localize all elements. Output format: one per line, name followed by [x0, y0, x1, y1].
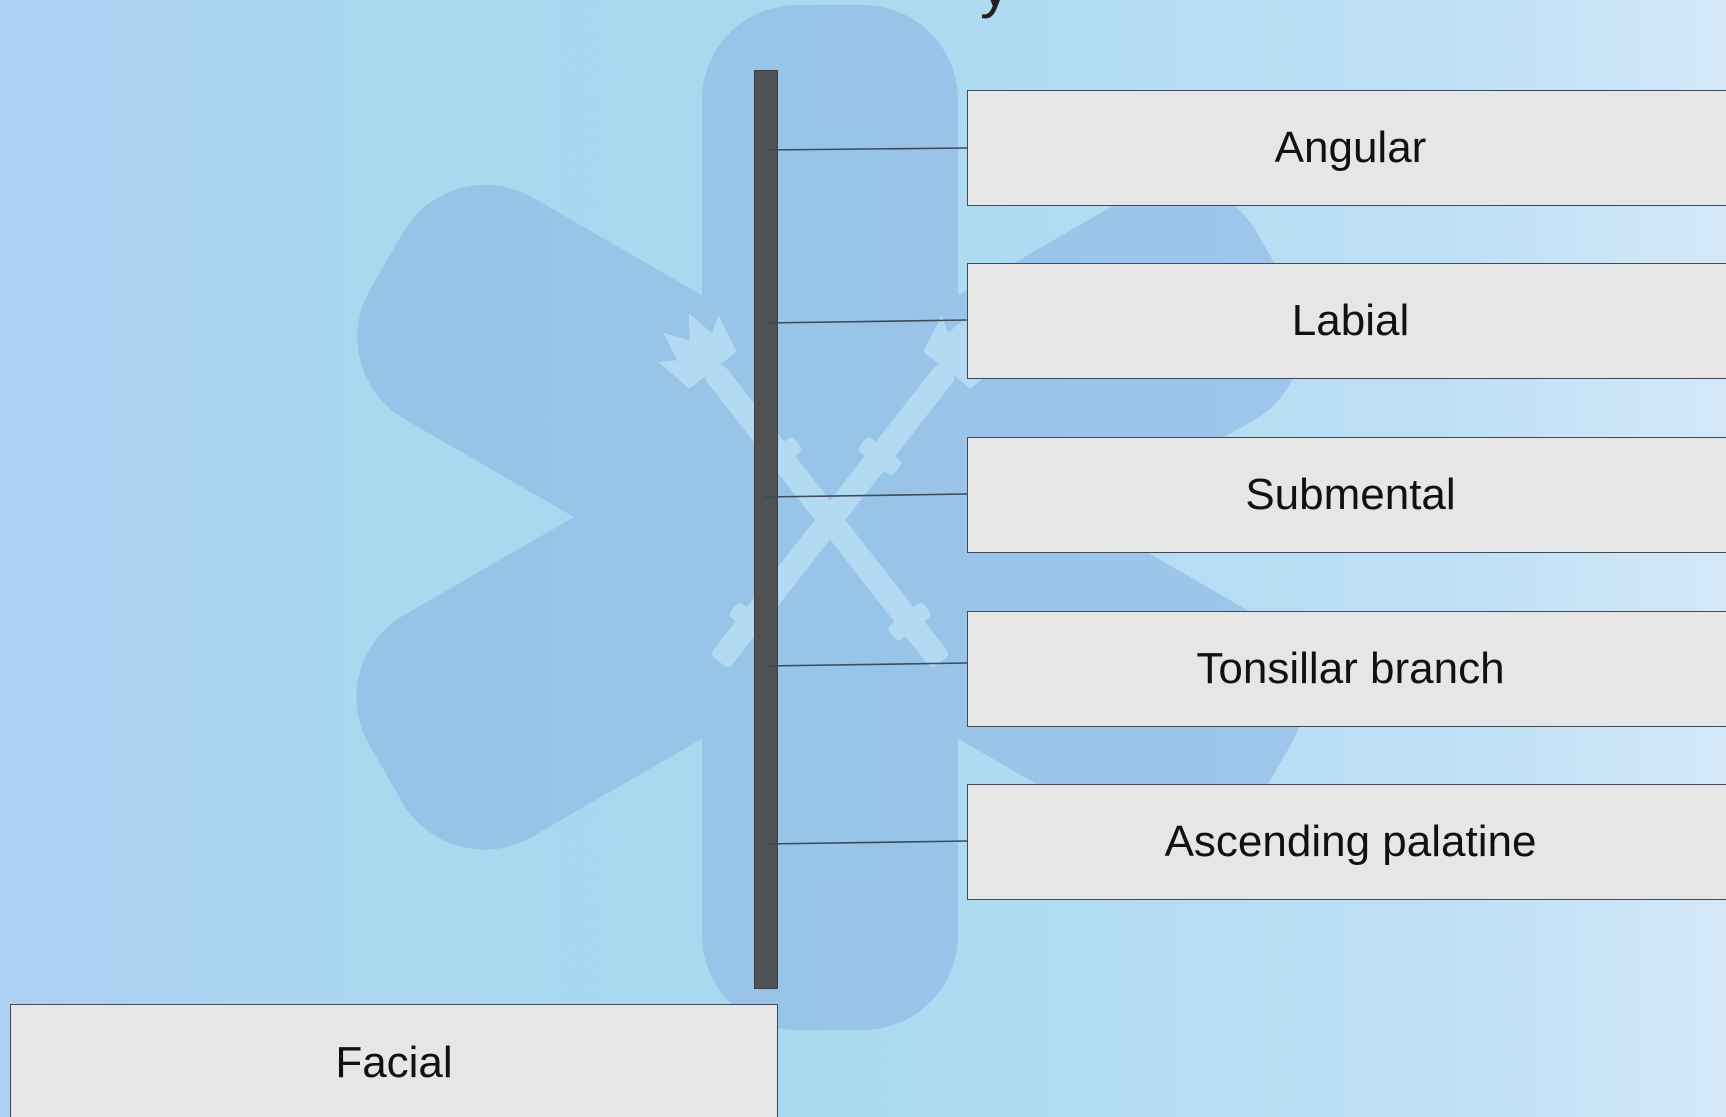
- root-label-facial: Facial: [335, 1038, 453, 1087]
- branch-label-labial: Labial: [1291, 296, 1410, 345]
- connector-line-4: [763, 662, 968, 667]
- branch-box-tonsillar-branch: Tonsillar branch: [967, 611, 1726, 727]
- branch-label-angular: Angular: [1274, 123, 1427, 172]
- connector-line-2: [763, 319, 968, 324]
- connector-line-3: [763, 493, 968, 498]
- artery-trunk: [754, 70, 778, 989]
- root-box-facial: Facial: [10, 1004, 778, 1117]
- branch-box-labial: Labial: [967, 263, 1726, 379]
- connector-line-1: [763, 147, 968, 151]
- connector-line-5: [763, 840, 968, 845]
- branch-label-submental: Submental: [1245, 470, 1456, 519]
- title-fragment: y: [980, 0, 1010, 16]
- branch-box-ascending-palatine: Ascending palatine: [967, 784, 1726, 900]
- branch-label-ascending-palatine: Ascending palatine: [1164, 817, 1537, 866]
- branch-label-tonsillar-branch: Tonsillar branch: [1196, 644, 1505, 693]
- branch-box-submental: Submental: [967, 437, 1726, 553]
- branch-box-angular: Angular: [967, 90, 1726, 206]
